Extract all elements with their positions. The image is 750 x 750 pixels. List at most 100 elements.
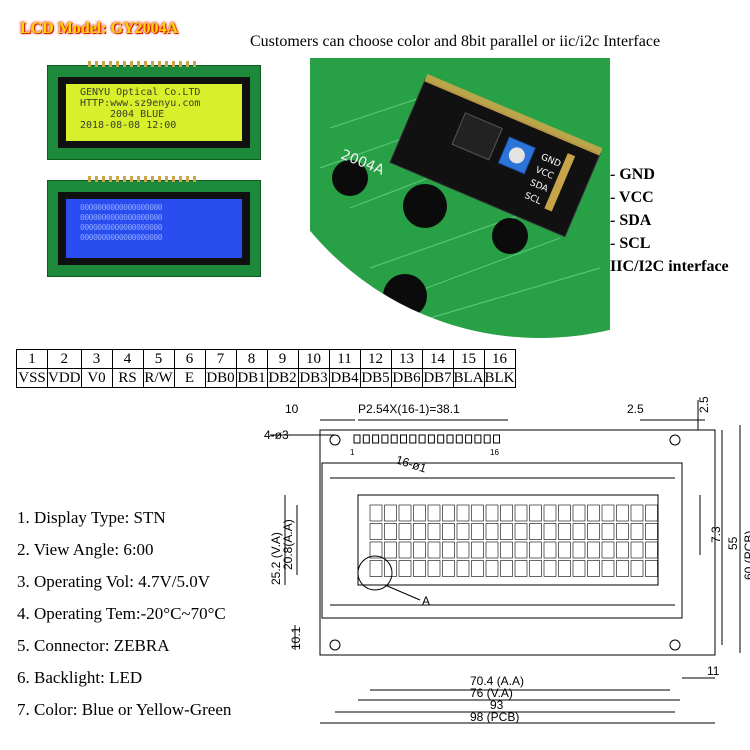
char-cell (587, 523, 600, 540)
lcd-module-yellow-green: GENYU Optical Co.LTD HTTP:www.sz9enyu.co… (47, 61, 261, 160)
pin-number-cell: 10 (297, 349, 330, 369)
pin-last-label: 16 (490, 448, 499, 457)
pin-hole (409, 434, 417, 444)
char-cell (485, 560, 499, 577)
lcd-line: 0000000000000000000 (80, 213, 163, 222)
char-cell (645, 504, 658, 522)
pin-name-cell: E (173, 368, 206, 388)
pcb-outline (319, 429, 716, 656)
char-cell (587, 504, 600, 522)
pin-number-cell: 4 (111, 349, 144, 369)
char-cell (514, 523, 528, 540)
char-cell (442, 504, 455, 522)
pin-name-cell: V0 (80, 368, 113, 388)
dim-pcb-height: 60 (PCB) (742, 531, 750, 580)
pin-number-cell: 13 (390, 349, 423, 369)
char-cell (442, 541, 455, 559)
char-cell (543, 541, 557, 559)
lcd-line: 2004 BLUE (110, 109, 165, 120)
pin-name-cell: VSS (16, 368, 48, 388)
pin-hole (483, 434, 491, 444)
char-cell (645, 523, 658, 540)
char-cell (587, 560, 600, 577)
char-cell (572, 523, 586, 540)
pin-name-cell: R/W (142, 368, 175, 388)
pin-hole (372, 434, 380, 444)
pin-hole (381, 434, 389, 444)
char-cell (514, 541, 528, 559)
pin-number-cell: 2 (47, 349, 82, 369)
char-cell (384, 541, 397, 559)
char-cell (456, 541, 470, 559)
dim-aa-width: 70.4 (A.A) (470, 674, 524, 688)
char-cell (630, 504, 644, 522)
pcb-illustration: GND VCC SDA SCL 2004A (310, 58, 610, 338)
dim-width-93: 93 (490, 698, 504, 712)
detail-label: A (422, 594, 430, 608)
char-cell (485, 504, 499, 522)
char-cell (616, 541, 629, 559)
char-cell (572, 541, 586, 559)
mount-hole (669, 434, 681, 446)
char-cell (398, 504, 412, 522)
i2c-pin-item: - VCC (610, 189, 654, 206)
pin-number-cell: 15 (452, 349, 485, 369)
pin-name-cell: DB3 (297, 368, 330, 388)
dot-matrix-area (369, 504, 658, 577)
char-cell (558, 560, 571, 577)
pin-hole (446, 434, 454, 444)
char-cell (384, 523, 397, 540)
dim-pin-holes: 16-ø1 (394, 453, 428, 476)
dim-top-offset: 7.3 (709, 526, 723, 543)
char-cell (485, 541, 499, 559)
pin-name-cell: DB7 (421, 368, 454, 388)
spec-list: 1. Display Type: STN 2. View Angle: 6:00… (17, 502, 231, 726)
char-cell (630, 560, 644, 577)
char-cell (413, 560, 426, 577)
pin-name-cell: DB5 (359, 368, 392, 388)
lcd-line: 0000000000000000000 (80, 203, 163, 212)
char-cell (558, 541, 571, 559)
char-cell (616, 523, 629, 540)
char-cell (427, 504, 441, 522)
char-cell (456, 560, 470, 577)
char-cell (558, 504, 571, 522)
dim-left-offset: 10 (285, 402, 299, 416)
char-cell (500, 504, 513, 522)
char-cell (514, 560, 528, 577)
pin-name-cell: RS (111, 368, 144, 388)
lcd-line: 2018-08-08 12:00 (80, 120, 177, 131)
char-cell (616, 560, 629, 577)
dim-side-11: 11 (707, 664, 720, 678)
char-cell (529, 541, 542, 559)
dim-pcb-width: 98 (PCB) (470, 710, 519, 724)
char-cell (398, 523, 412, 540)
dim-height-55: 55 (726, 536, 740, 550)
char-cell (529, 504, 542, 522)
pin-hole (353, 434, 361, 444)
lcd-module-blue: 0000000000000000000 0000000000000000000 … (47, 176, 261, 277)
pin-number-cell: 14 (421, 349, 454, 369)
lcd-line: GENYU Optical Co.LTD (80, 87, 201, 98)
char-cell (471, 523, 484, 540)
char-cell (514, 504, 528, 522)
pin-hole (400, 434, 407, 444)
char-cell (398, 541, 412, 559)
pin-hole (493, 434, 500, 444)
pin-hole (437, 434, 445, 444)
char-cell (572, 560, 586, 577)
pin-number-cell: 8 (235, 349, 268, 369)
pin-first-label: 1 (350, 448, 355, 457)
lcd-screen-blue: 0000000000000000000 0000000000000000000 … (66, 199, 242, 258)
pin-number-cell: 11 (328, 349, 361, 369)
char-cell (543, 560, 557, 577)
pin-hole (455, 434, 463, 444)
pin-name-cell: DB2 (266, 368, 299, 388)
lcd-line: 0000000000000000000 (80, 223, 163, 232)
spec-item: 5. Connector: ZEBRA (17, 636, 170, 655)
mount-hole (669, 639, 681, 651)
char-cell (500, 541, 513, 559)
i2c-pin-item: - SDA (610, 212, 652, 229)
char-cell (384, 504, 397, 522)
